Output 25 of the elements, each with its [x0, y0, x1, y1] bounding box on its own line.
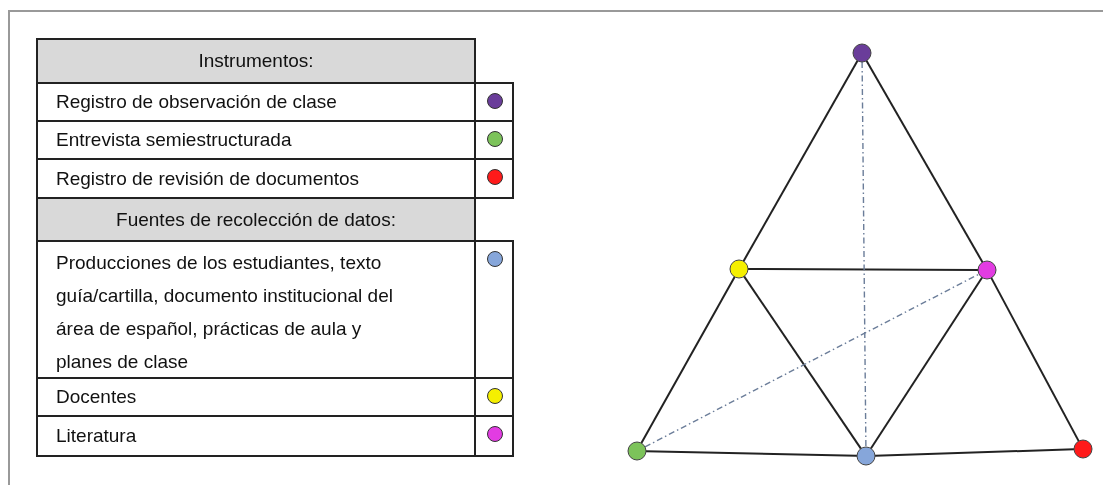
- vertex-dot: [977, 260, 997, 280]
- vertex-dot: [729, 259, 749, 279]
- connector-line: [747, 268, 979, 271]
- dash-dot-line: [644, 273, 980, 448]
- legend-text: Producciones de los estudiantes, texto guía/cartilla, documento institucional del área de español, prácticas de aula y planes de clase: [56, 251, 394, 374]
- connector-line: [742, 59, 859, 263]
- legend-text: Literatura: [56, 424, 137, 448]
- legend-text: Registro de revisión de documentos: [56, 166, 360, 191]
- table-header: Instrumentos:: [198, 49, 314, 73]
- legend-text: Docentes: [56, 385, 137, 409]
- connector-line: [874, 448, 1075, 457]
- connector-line: [865, 59, 984, 264]
- connector-line: [640, 275, 736, 445]
- vertex-dot: [627, 441, 647, 461]
- connector-line: [869, 276, 984, 450]
- connector-line: [743, 275, 862, 450]
- vertex-dot: [1073, 439, 1093, 459]
- legend-text: Registro de observación de clase: [56, 90, 337, 114]
- vertex-dot: [852, 43, 872, 63]
- legend-text: Entrevista semiestructurada: [56, 128, 292, 152]
- connector-line: [645, 450, 858, 457]
- table-header: Fuentes de recolección de datos:: [116, 207, 396, 232]
- dash-dot-line: [861, 61, 867, 448]
- connector-line: [990, 276, 1080, 443]
- vertex-dot: [856, 446, 876, 466]
